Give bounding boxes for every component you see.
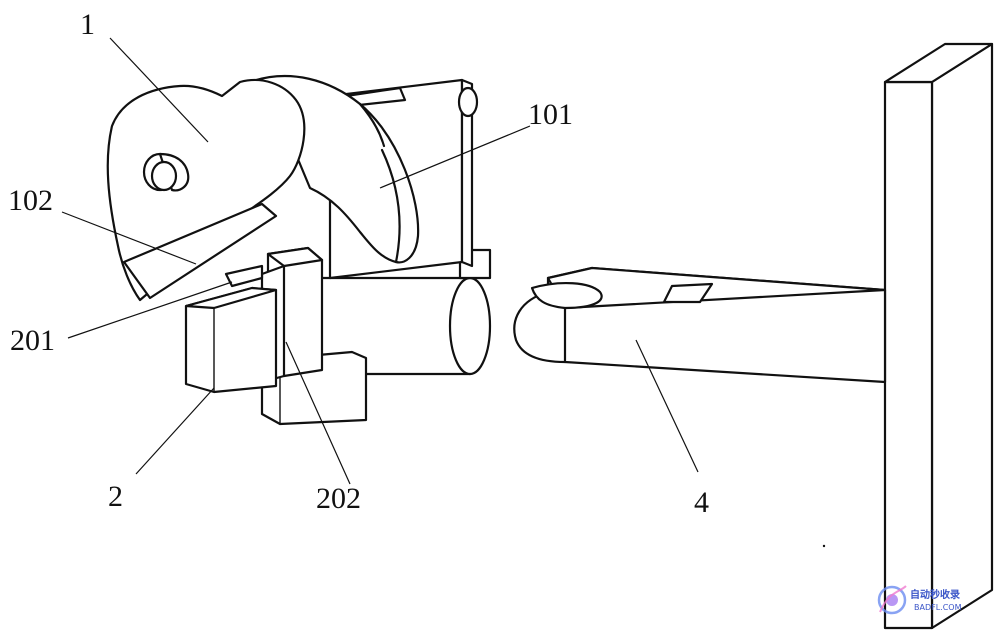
watermark-logo-icon [877, 585, 907, 615]
shaft-cylinder [308, 248, 492, 376]
leader-2 [135, 387, 215, 475]
leader-202 [285, 341, 351, 485]
pusher-bar-4 [513, 266, 887, 384]
leader-1 [109, 37, 209, 143]
label-202: 202 [316, 482, 361, 515]
label-201: 201 [10, 324, 55, 357]
label-4: 4 [694, 486, 709, 519]
watermark: 自动秒收录 BADFL.COM [877, 585, 962, 615]
leader-102 [61, 211, 197, 265]
leader-lines [61, 37, 699, 485]
cam-lever-1 [106, 75, 420, 302]
label-101: 101 [528, 98, 573, 131]
block-assembly-2 [184, 246, 368, 426]
label-1: 1 [80, 8, 95, 41]
leader-201 [67, 281, 233, 339]
leader-4 [635, 339, 699, 473]
label-102: 102 [8, 184, 53, 217]
label-2: 2 [108, 480, 123, 513]
stray-dot [822, 544, 826, 548]
leader-101 [379, 125, 531, 189]
watermark-url: BADFL.COM [914, 603, 962, 612]
vertical-plate [883, 42, 994, 630]
watermark-cn: 自动秒收录 [910, 588, 960, 601]
